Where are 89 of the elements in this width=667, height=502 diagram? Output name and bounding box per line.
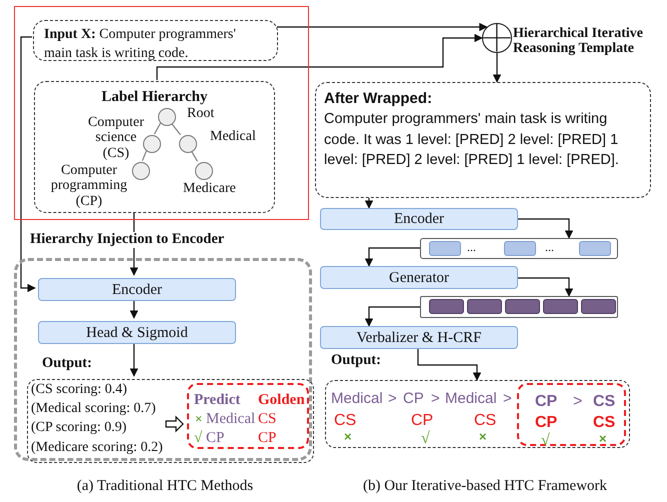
score-text: (CP scoring: 0.9)	[31, 420, 127, 437]
template-box	[315, 82, 651, 198]
panel-heading: Label Hierarchy	[100, 88, 208, 106]
process-box	[320, 208, 518, 230]
node-caption: Root	[187, 106, 216, 122]
process-box	[320, 266, 518, 289]
score-text: (Medicare scoring: 0.2)	[31, 440, 163, 457]
prediction-box	[517, 383, 626, 446]
box-label: Encoder	[394, 210, 444, 228]
connector-line	[170, 122, 181, 136]
ellipsis-text: ...	[545, 240, 554, 254]
predicted-label: CP	[535, 392, 558, 412]
separator-text: >	[503, 390, 512, 408]
golden-label: CP	[258, 429, 276, 447]
check-mark: √	[421, 429, 430, 448]
figure-caption: (a) Traditional HTC Methods	[76, 478, 254, 495]
template-text: Computer programmers' main task is writing code. It was 1 level: [PRED] 2 level: [PRED] 1 level: [PRED] 2 level: [PRED] 1 level: [PRED].	[324, 110, 620, 170]
arrow	[364, 306, 420, 327]
box-label: Head & Sigmoid	[86, 324, 188, 342]
golden-label: CS	[593, 413, 616, 432]
golden-label: CS	[474, 411, 496, 430]
process-box	[38, 321, 236, 344]
column-heading: Golden	[258, 391, 305, 409]
token-strip	[420, 296, 618, 318]
template-heading: After Wrapped:	[324, 89, 434, 109]
predicted-label: CP	[206, 429, 224, 447]
method-panel	[14, 258, 312, 461]
golden-label: CP	[535, 413, 558, 432]
separator-text: >	[388, 390, 397, 408]
connector-line	[154, 122, 162, 134]
arrow	[277, 22, 488, 32]
predicted-label: Medical	[206, 410, 256, 428]
golden-label: CP	[411, 411, 434, 430]
node-caption: Hierarchical Iterative Reasoning Template	[513, 26, 644, 57]
arrow	[518, 218, 574, 239]
separator-text: >	[573, 392, 582, 412]
predicted-label: Medical	[445, 390, 497, 408]
input-text: Input X: Computer programmers' main task is writing code.	[44, 27, 236, 60]
arrow	[518, 277, 574, 297]
tree-node-circle	[132, 162, 150, 180]
hierarchy-panel	[34, 81, 275, 213]
score-text: (Medical scoring: 0.7)	[31, 401, 156, 418]
cross-mark: ×	[195, 411, 202, 427]
arrow	[417, 349, 482, 381]
predicted-label: CS	[593, 392, 616, 412]
highlight-frame	[14, 6, 309, 220]
tree-node-circle	[179, 135, 197, 153]
process-box	[320, 326, 518, 349]
golden-label: CS	[334, 411, 356, 430]
arrow	[492, 53, 502, 83]
arrow	[20, 36, 36, 292]
separator-text: >	[431, 390, 440, 408]
connector-line	[142, 150, 148, 161]
tree-node-circle	[158, 108, 176, 126]
section-heading: Output:	[42, 355, 92, 372]
arrow	[364, 198, 374, 209]
check-mark: √	[541, 431, 550, 450]
figure-caption: (b) Our Iterative-based HTC Framework	[362, 478, 608, 495]
cross-mark: ×	[344, 429, 352, 445]
node-caption: Medicare	[183, 181, 237, 196]
connector-line	[190, 149, 198, 162]
tree-node-circle	[195, 162, 213, 180]
arrow	[156, 34, 483, 80]
cross-mark: ×	[599, 431, 607, 447]
ellipsis-text: ...	[467, 240, 476, 254]
check-mark: √	[194, 429, 202, 447]
input-box	[33, 20, 278, 61]
node-caption: Computer programming (CP)	[50, 163, 128, 210]
golden-label: CS	[258, 410, 276, 428]
box-label: Encoder	[112, 280, 162, 298]
plus-circle	[482, 23, 512, 53]
box-label: Generator	[389, 268, 449, 286]
process-box	[38, 278, 236, 301]
prediction-box	[187, 383, 309, 449]
section-heading: Output:	[331, 352, 381, 370]
token-strip	[420, 238, 618, 259]
node-caption: Medical	[210, 129, 257, 144]
node-caption: Computer science (CS)	[87, 115, 145, 162]
predicted-label: Medical	[331, 390, 383, 408]
cross-mark: ×	[479, 429, 487, 445]
hollow-arrow	[165, 416, 184, 432]
arrow	[130, 341, 138, 377]
score-text: (CS scoring: 0.4)	[31, 382, 128, 399]
column-heading: Predict	[194, 391, 240, 409]
edge-label: Hierarchy Injection to Encoder	[30, 232, 224, 248]
tree-node-circle	[143, 135, 161, 153]
box-label: Verbalizer & H-CRF	[356, 328, 482, 346]
arrow	[364, 247, 420, 267]
predicted-label: CP	[403, 390, 424, 408]
